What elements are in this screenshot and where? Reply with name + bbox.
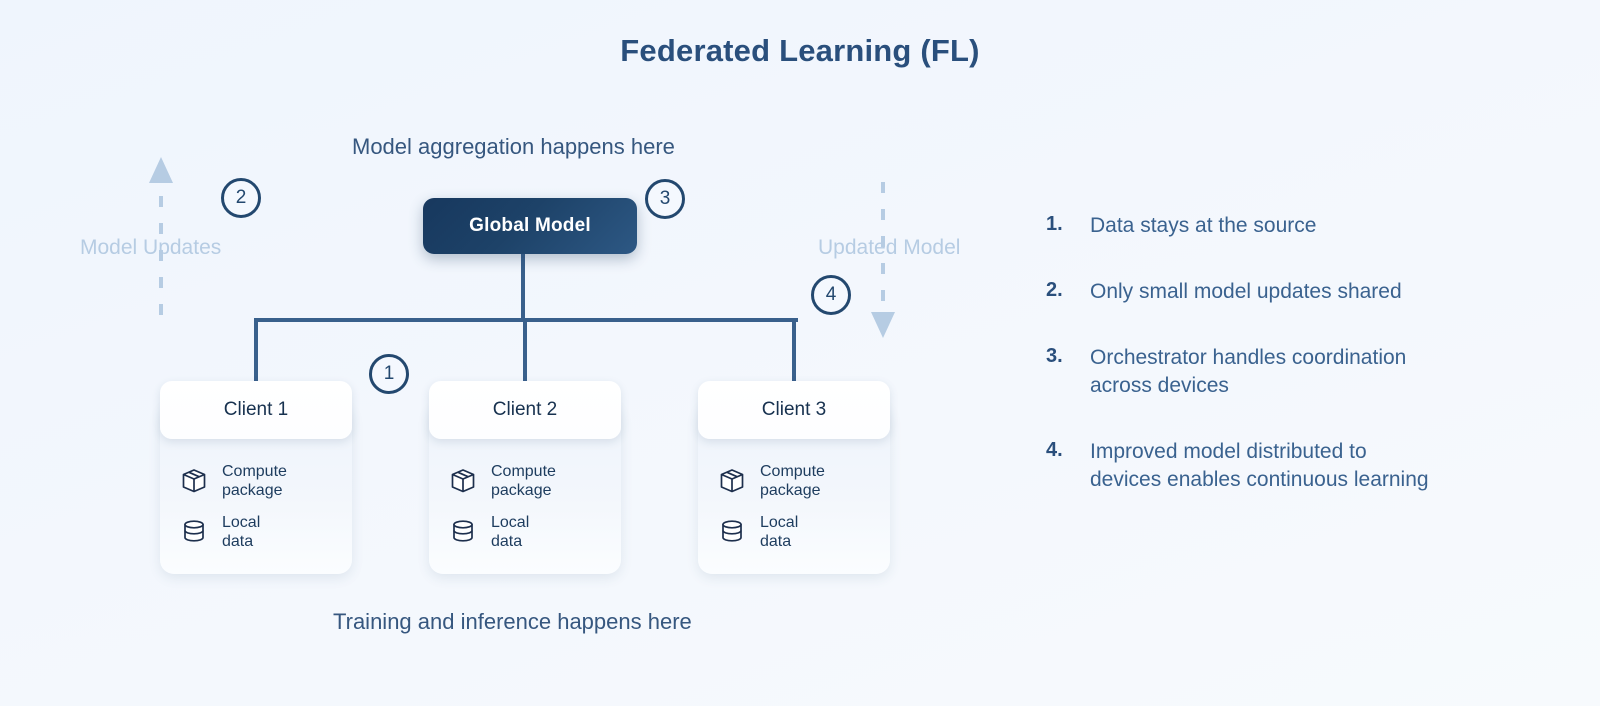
step-badge-1: 1 bbox=[369, 354, 409, 394]
client-title: Client 2 bbox=[492, 399, 558, 420]
list-item: Compute package bbox=[447, 461, 621, 500]
list-item-label: Local data bbox=[760, 514, 799, 550]
client-title: Client 3 bbox=[761, 399, 827, 420]
list-item-label: Data stays at the source bbox=[1090, 214, 1317, 237]
list-item: 1. Data stays at the source bbox=[1046, 212, 1566, 240]
list-item: Local data bbox=[447, 512, 621, 551]
client-resource-list: Compute package Local data bbox=[698, 461, 890, 563]
client-resource-list: Compute package Local data bbox=[160, 461, 352, 563]
list-item-label: Compute package bbox=[760, 463, 825, 499]
list-item-number: 1. bbox=[1046, 213, 1063, 235]
list-item-label: Compute package bbox=[222, 463, 287, 499]
client-card-header[interactable]: Client 1 bbox=[160, 381, 352, 439]
list-item-number: 4. bbox=[1046, 439, 1063, 461]
list-item: Compute package bbox=[716, 461, 890, 500]
list-item-label: Compute package bbox=[491, 463, 556, 499]
tree-connector-lines bbox=[254, 250, 798, 390]
database-cylinder-icon bbox=[178, 512, 210, 550]
list-item-label: Local data bbox=[491, 514, 530, 550]
list-item-label: Improved model distributed to devices en… bbox=[1090, 440, 1429, 491]
list-item: 4. Improved model distributed to devices… bbox=[1046, 438, 1566, 494]
list-item: 2. Only small model updates shared bbox=[1046, 278, 1566, 306]
list-item: 3. Orchestrator handles coordination acr… bbox=[1046, 344, 1566, 400]
list-item: Local data bbox=[178, 512, 352, 551]
arrow-down-dashed-icon bbox=[871, 182, 895, 338]
step-badge-4: 4 bbox=[811, 275, 851, 315]
global-model-node[interactable]: Global Model bbox=[423, 198, 637, 254]
list-item: Local data bbox=[716, 512, 890, 551]
arrow-up-dashed-icon bbox=[149, 157, 173, 315]
client-title: Client 1 bbox=[223, 399, 289, 420]
cube-package-icon bbox=[716, 461, 748, 499]
key-points-list: 1. Data stays at the source 2. Only smal… bbox=[1046, 212, 1566, 532]
step-badge-3: 3 bbox=[645, 179, 685, 219]
list-item-label: Only small model updates shared bbox=[1090, 280, 1402, 303]
cube-package-icon bbox=[178, 461, 210, 499]
cube-package-icon bbox=[447, 461, 479, 499]
list-item: Compute package bbox=[178, 461, 352, 500]
global-model-label: Global Model bbox=[469, 215, 591, 236]
step-badge-2: 2 bbox=[221, 178, 261, 218]
list-item-label: Orchestrator handles coordination across… bbox=[1090, 346, 1407, 397]
page-title: Federated Learning (FL) bbox=[620, 33, 980, 68]
database-cylinder-icon bbox=[447, 512, 479, 550]
database-cylinder-icon bbox=[716, 512, 748, 550]
flow-label-updated-model: Updated Model bbox=[818, 236, 961, 259]
flow-label-model-updates: Model Updates bbox=[80, 236, 222, 259]
client-resource-list: Compute package Local data bbox=[429, 461, 621, 563]
caption-model-aggregation: Model aggregation happens here bbox=[352, 134, 675, 159]
client-card-header[interactable]: Client 2 bbox=[429, 381, 621, 439]
list-item-number: 2. bbox=[1046, 279, 1063, 301]
client-card-header[interactable]: Client 3 bbox=[698, 381, 890, 439]
list-item-number: 3. bbox=[1046, 345, 1063, 367]
list-item-label: Local data bbox=[222, 514, 261, 550]
caption-training-inference: Training and inference happens here bbox=[333, 609, 692, 634]
